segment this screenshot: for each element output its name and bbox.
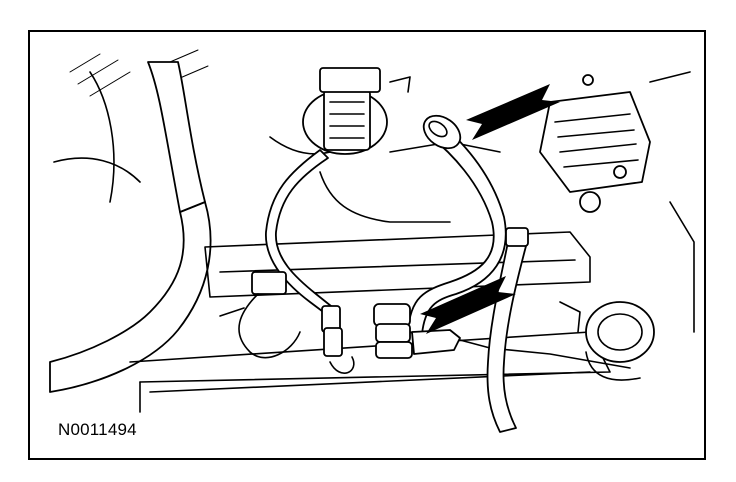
callout-arrows [420,84,560,334]
hose-end-connector [422,114,462,150]
figure-frame: N0011494 [28,30,706,460]
figure-id-label: N0011494 [58,420,137,439]
left-radiator-hose [49,61,212,393]
lower-callout-arrow [420,276,516,334]
electrical-connector [219,271,301,359]
alternator [539,71,695,333]
upper-callout-arrow [466,84,560,140]
vacuum-hose [265,149,355,374]
coolant-hose [407,114,507,335]
cowl-hatching [69,49,209,97]
engine-illustration [49,49,695,433]
throttle-body [302,67,411,155]
heater-hose [486,227,529,433]
reservoir-cap [559,301,655,381]
hose-quick-connect-coupling [373,303,631,369]
